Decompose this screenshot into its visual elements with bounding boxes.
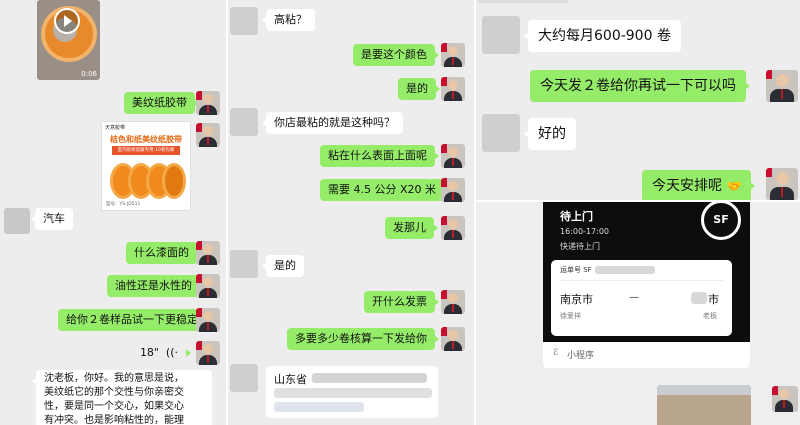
avatar-customer[interactable]: [230, 108, 258, 136]
avatar-seller[interactable]: [196, 274, 220, 298]
avatar-seller[interactable]: [766, 168, 798, 200]
courier-header: 待上门 16:00-17:00 快递待上门 SF 运单号 SF 南京市 徐爱祥 …: [543, 202, 750, 342]
message-oil[interactable]: 油性还是水性的: [107, 275, 204, 297]
message-send-two[interactable]: 今天发２卷给你再试一下可以吗: [530, 70, 750, 102]
avatar-seller[interactable]: [441, 77, 465, 101]
long-text-message[interactable]: 沈老板，你好。我的意思是说， 美纹纸它的那个交性与你亲密交 性，要是同一个交心，…: [32, 370, 212, 425]
courier-status: 快递待上门: [560, 242, 600, 251]
chat-panel-middle: 高粘？ 是要这个颜色 是的 你店最粘的就是这种吗？ 粘在什么表面上面呢 需要 4…: [228, 0, 474, 425]
avatar-seller[interactable]: [772, 386, 798, 412]
waybill-card[interactable]: 运单号 SF 南京市 徐爱祥 — 市 老板: [551, 260, 732, 336]
avatar-seller[interactable]: [196, 308, 220, 332]
message-quantity[interactable]: 多要多少卷核算一下发给你: [287, 328, 439, 350]
message-sample[interactable]: 给你２卷样品试一下更稳定: [58, 309, 210, 331]
address-province: 山东省: [274, 373, 307, 386]
message-car[interactable]: 汽车: [31, 208, 73, 230]
message-yes[interactable]: 是的: [398, 78, 440, 100]
pickup-status: 待上门: [560, 210, 593, 223]
mini-program-card[interactable]: 待上门 16:00-17:00 快递待上门 SF 运单号 SF 南京市 徐爱祥 …: [543, 202, 750, 368]
message-where[interactable]: 发那儿: [385, 217, 438, 239]
message-most-sticky[interactable]: 你店最粘的就是这种吗？: [262, 112, 403, 134]
voice-duration: 18": [139, 346, 159, 359]
avatar-seller[interactable]: [196, 241, 220, 265]
to-name: 老板: [703, 312, 717, 320]
waybill-label: 运单号 SF: [560, 266, 592, 274]
video-message[interactable]: 0:06: [37, 0, 100, 80]
from-name: 徐爱祥: [560, 312, 581, 320]
mini-program-label: 小程序: [567, 351, 595, 361]
avatar-customer[interactable]: [482, 16, 520, 54]
avatar-customer[interactable]: [482, 114, 520, 152]
handshake-icon: 🤝: [726, 179, 742, 193]
product-title: 桔色和纸美纹纸胶带: [110, 135, 182, 144]
voice-wave-icon: ((·: [165, 346, 178, 359]
to-city: 市: [708, 293, 719, 306]
avatar-seller[interactable]: [441, 327, 465, 351]
message-ok[interactable]: 好的: [524, 118, 576, 150]
from-city: 南京市: [560, 293, 593, 306]
avatar-seller[interactable]: [196, 341, 220, 365]
avatar-customer[interactable]: [230, 250, 258, 278]
avatar-seller[interactable]: [441, 290, 465, 314]
message-invoice[interactable]: 开什么发票: [364, 291, 439, 313]
route-arrow-icon: —: [629, 292, 639, 303]
message-surface[interactable]: 粘在什么表面上面呢: [320, 145, 439, 167]
avatar-seller[interactable]: [441, 43, 465, 67]
message-size[interactable]: 需要 4.5 公分 X20 米: [320, 179, 449, 201]
product-image-message[interactable]: 天意胶带 桔色和纸美纹纸胶带 室内装修遮蔽专用·10卷包邮 型号：YS-JD51…: [101, 121, 191, 211]
sf-logo-icon: SF: [701, 202, 741, 240]
avatar-seller[interactable]: [441, 216, 465, 240]
message-today[interactable]: 今天安排呢 🤝: [642, 170, 756, 200]
chat-panel-left: 0:06 美纹纸胶带 天意胶带 桔色和纸美纹纸胶带 室内装修遮蔽专用·10卷包邮…: [0, 0, 226, 425]
message-high[interactable]: 高粘？: [262, 9, 315, 31]
product-spec: 型号：YS-JD511: [106, 202, 141, 207]
message-monthly[interactable]: 大约每月600-900 卷: [524, 20, 681, 52]
avatar-customer[interactable]: [4, 208, 30, 234]
avatar-seller[interactable]: [766, 70, 798, 102]
message-yes-2[interactable]: 是的: [262, 255, 304, 277]
avatar-seller[interactable]: [196, 91, 220, 115]
chat-panel-top-right: 大约每月600-900 卷 今天发２卷给你再试一下可以吗 好的 今天安排呢 🤝: [476, 0, 800, 200]
address-message[interactable]: 山东省: [266, 366, 438, 418]
product-subtitle: 室内装修遮蔽专用·10卷包邮: [112, 146, 180, 155]
avatar-customer[interactable]: [230, 7, 258, 35]
mini-program-icon: ℰ: [553, 348, 559, 358]
avatar-customer[interactable]: [230, 364, 258, 392]
message-color[interactable]: 是要这个颜色: [353, 44, 439, 66]
avatar-seller[interactable]: [196, 123, 220, 147]
video-duration: 0:06: [81, 70, 97, 78]
message-paint[interactable]: 什么漆面的: [126, 242, 201, 264]
pickup-time: 16:00-17:00: [560, 227, 609, 236]
chat-panel-bottom-right: 待上门 16:00-17:00 快递待上门 SF 运单号 SF 南京市 徐爱祥 …: [476, 202, 800, 425]
play-icon[interactable]: [54, 8, 80, 34]
image-message[interactable]: [657, 385, 751, 425]
message-tape[interactable]: 美纹纸胶带: [124, 92, 199, 114]
product-brand: 天意胶带: [105, 125, 126, 131]
avatar-seller[interactable]: [441, 144, 465, 168]
avatar-seller[interactable]: [441, 178, 465, 202]
